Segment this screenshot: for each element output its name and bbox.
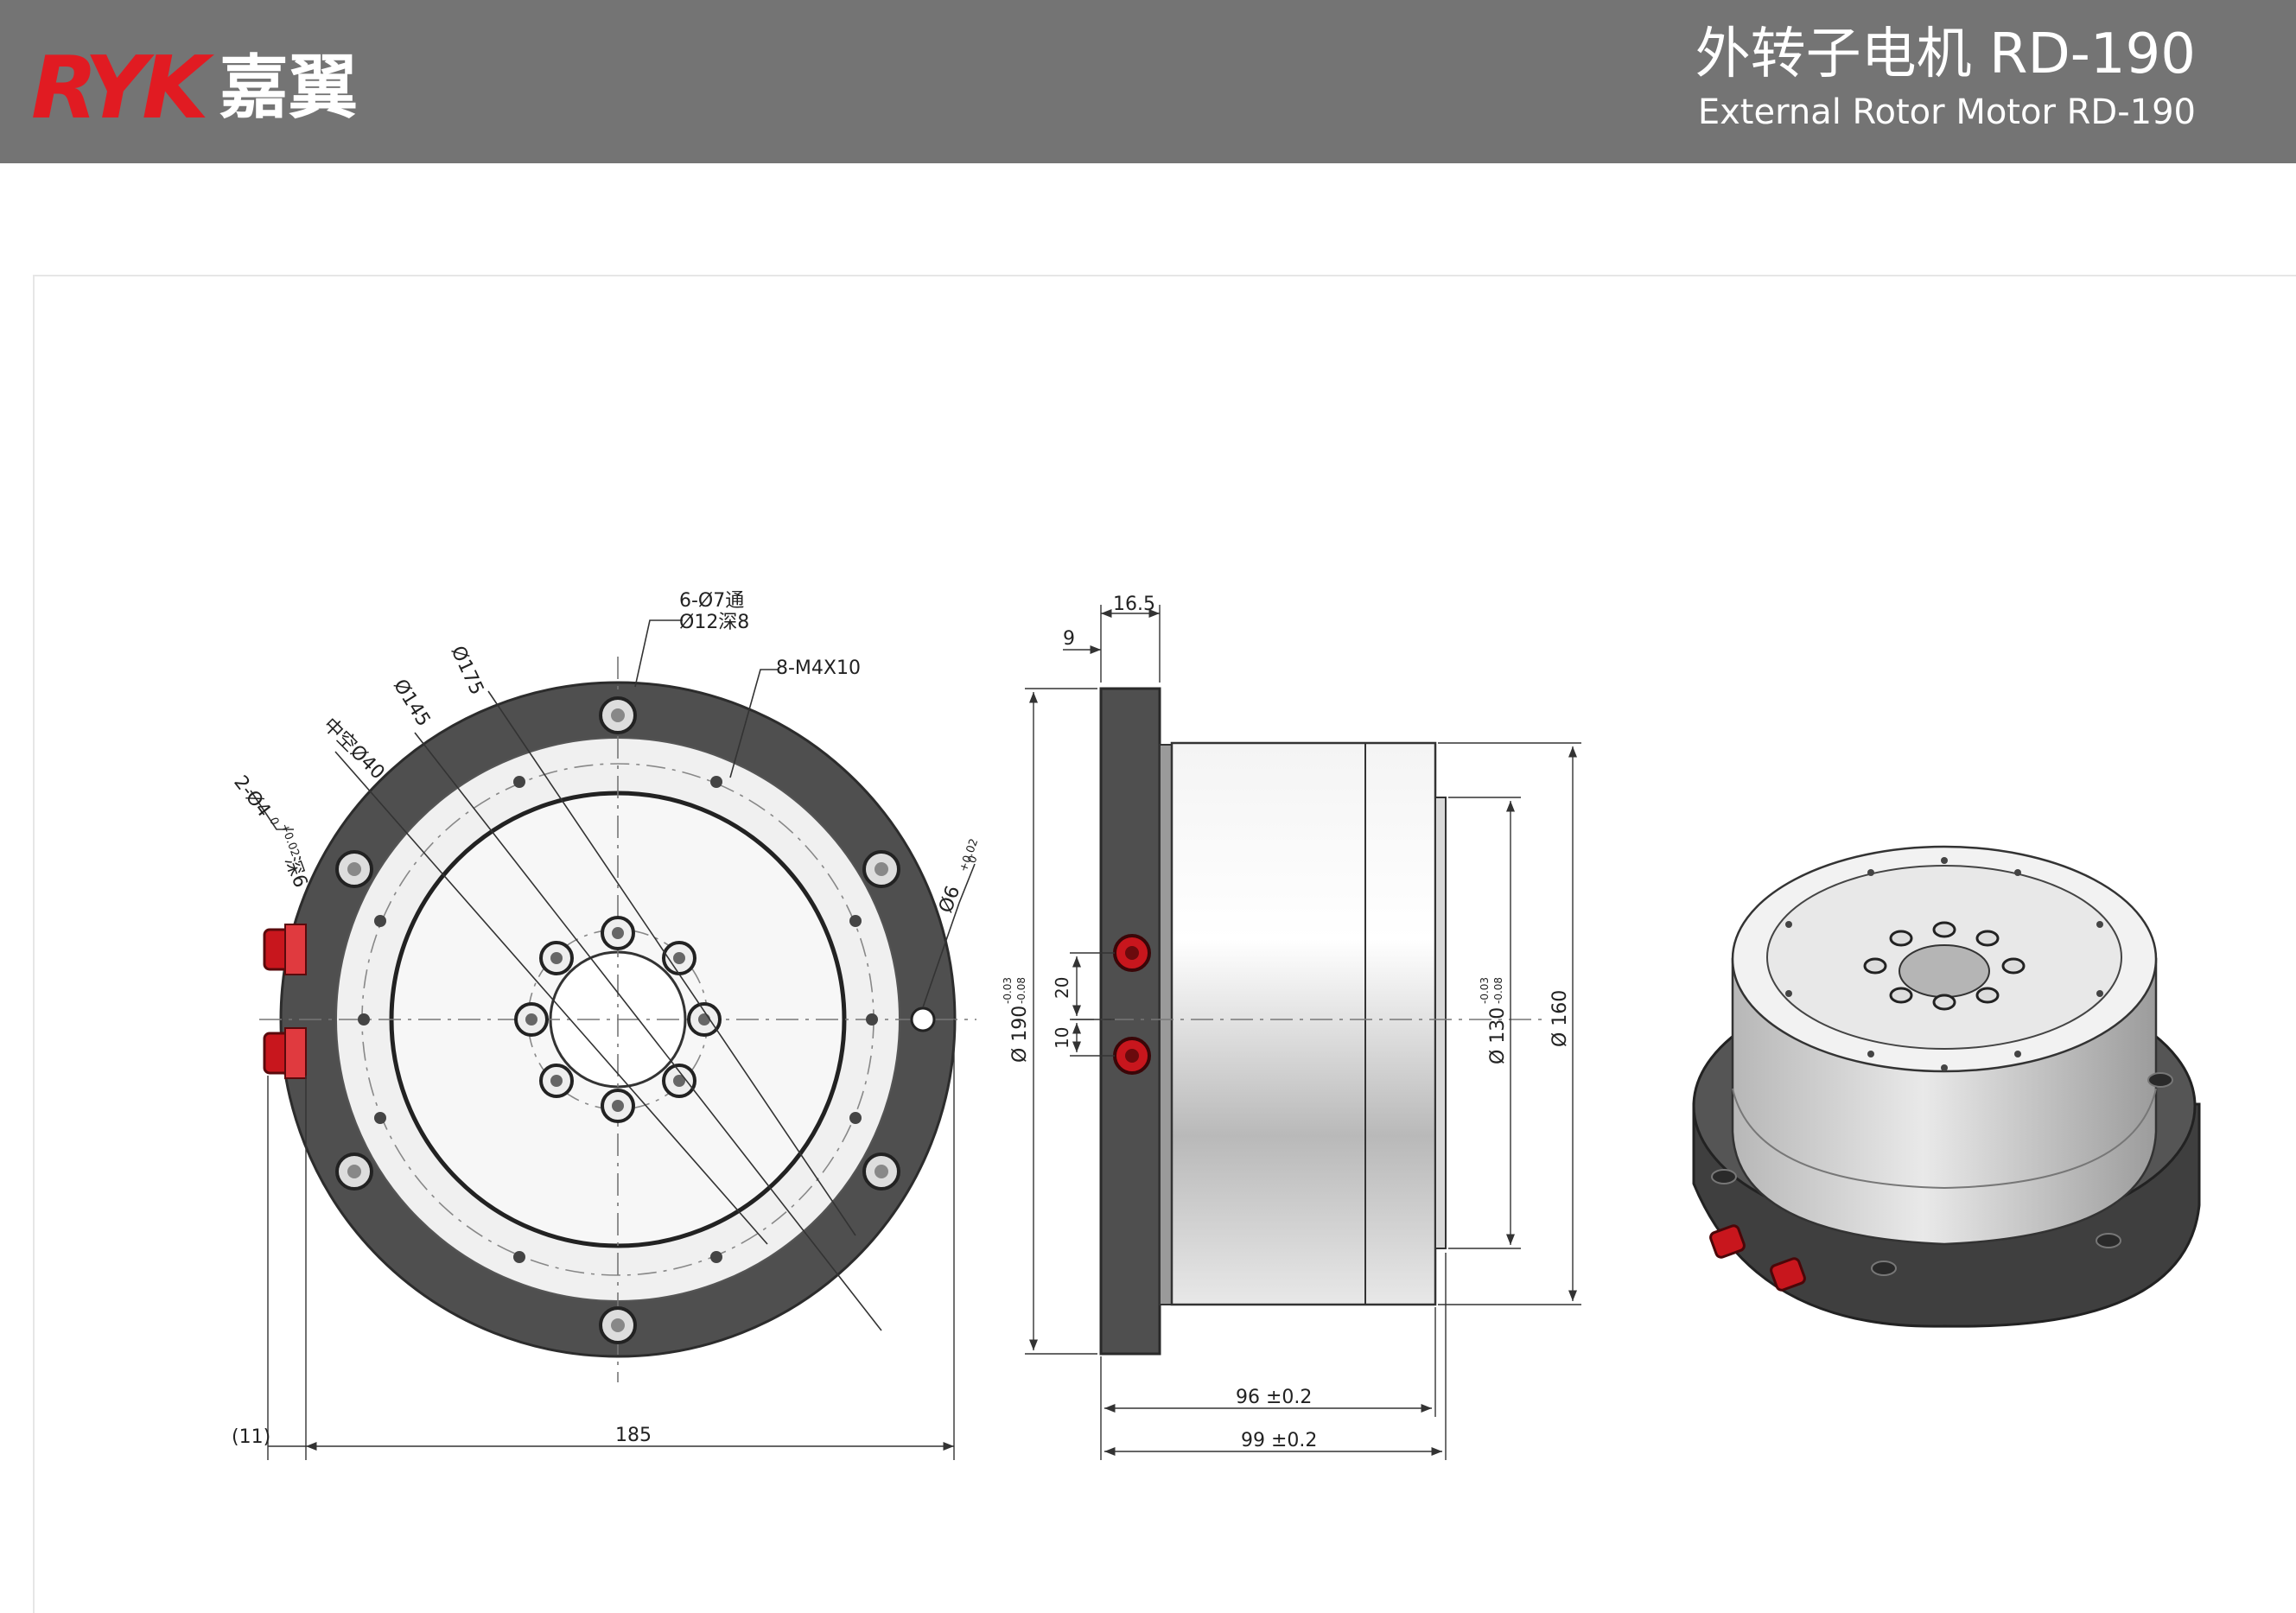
cable-gland-connectors bbox=[263, 924, 307, 1079]
logo-latin-text: RYK bbox=[31, 37, 209, 138]
side-dimension-lines bbox=[1025, 605, 1581, 1460]
label-threaded-holes: 8-M4X10 bbox=[776, 657, 861, 679]
dowel-pin-hole bbox=[910, 1007, 936, 1032]
socket-bolts bbox=[514, 916, 722, 1123]
label-dia-175: Ø175 bbox=[447, 643, 488, 698]
label-gland-offset: (11) bbox=[232, 1426, 270, 1448]
label-dim-9: 9 bbox=[1063, 628, 1075, 650]
side-cable-glands bbox=[1113, 934, 1151, 1075]
through-holes bbox=[335, 696, 900, 1344]
label-dia-190: Ø 190 bbox=[1009, 1006, 1031, 1063]
label-length-99: 99 ±0.2 bbox=[1241, 1430, 1317, 1451]
label-dia-190-tolerance-upper: -0.03 bbox=[1002, 977, 1014, 1004]
label-through-holes-2: Ø12深8 bbox=[679, 612, 749, 633]
label-pin-holes: 2-Ø4 bbox=[229, 772, 274, 821]
front-leader-lines bbox=[250, 619, 976, 1331]
side-flange bbox=[1099, 687, 1161, 1356]
side-view: 16.5 9 Ø 190 -0.03 -0.08 20 10 Ø 130 -0.… bbox=[1002, 594, 1581, 1460]
label-dim-20: 20 bbox=[1052, 977, 1072, 999]
label-dia-130: Ø 130 bbox=[1487, 1007, 1509, 1064]
motor-isometric-render-icon bbox=[1692, 845, 2201, 1328]
rotor-cylinder bbox=[1170, 741, 1437, 1306]
page-title-chinese: 外转子电机 RD-190 bbox=[1695, 22, 2196, 86]
label-dim-10: 10 bbox=[1052, 1027, 1072, 1049]
drawing-panel bbox=[33, 275, 2296, 1613]
brand-logo: RYK 嘉翼 bbox=[31, 45, 358, 131]
label-flange-16-5: 16.5 bbox=[1113, 594, 1155, 615]
front-extension-lines bbox=[267, 1019, 955, 1460]
threaded-holes bbox=[358, 776, 878, 1263]
page-title-english: External Rotor Motor RD-190 bbox=[1697, 92, 2196, 132]
label-dia-160: Ø 160 bbox=[1549, 990, 1571, 1047]
label-dia-130-tolerance-lower: -0.08 bbox=[1492, 977, 1504, 1004]
label-through-holes-1: 6-Ø7通 bbox=[679, 590, 744, 612]
label-dia-145: Ø145 bbox=[389, 676, 435, 731]
front-view: 6-Ø7通 Ø12深8 8-M4X10 Ø175 Ø145 中空Ø40 2-Ø4… bbox=[229, 590, 981, 1460]
front-boss-step bbox=[1434, 797, 1447, 1249]
label-pin-depth: 深6 bbox=[280, 854, 311, 891]
label-length-96: 96 ±0.2 bbox=[1236, 1387, 1312, 1408]
label-dia-6: Ø6 bbox=[935, 883, 964, 916]
label-overall-width: 185 bbox=[615, 1425, 652, 1446]
label-pin-tolerance-upper: +0.02 bbox=[277, 822, 302, 859]
label-dia-190-tolerance-lower: -0.08 bbox=[1015, 977, 1027, 1004]
header-bar: RYK 嘉翼 外转子电机 RD-190 External Rotor Motor… bbox=[0, 0, 2296, 163]
label-dia-130-tolerance-upper: -0.03 bbox=[1479, 977, 1491, 1004]
logo-chinese-text: 嘉翼 bbox=[219, 48, 358, 128]
